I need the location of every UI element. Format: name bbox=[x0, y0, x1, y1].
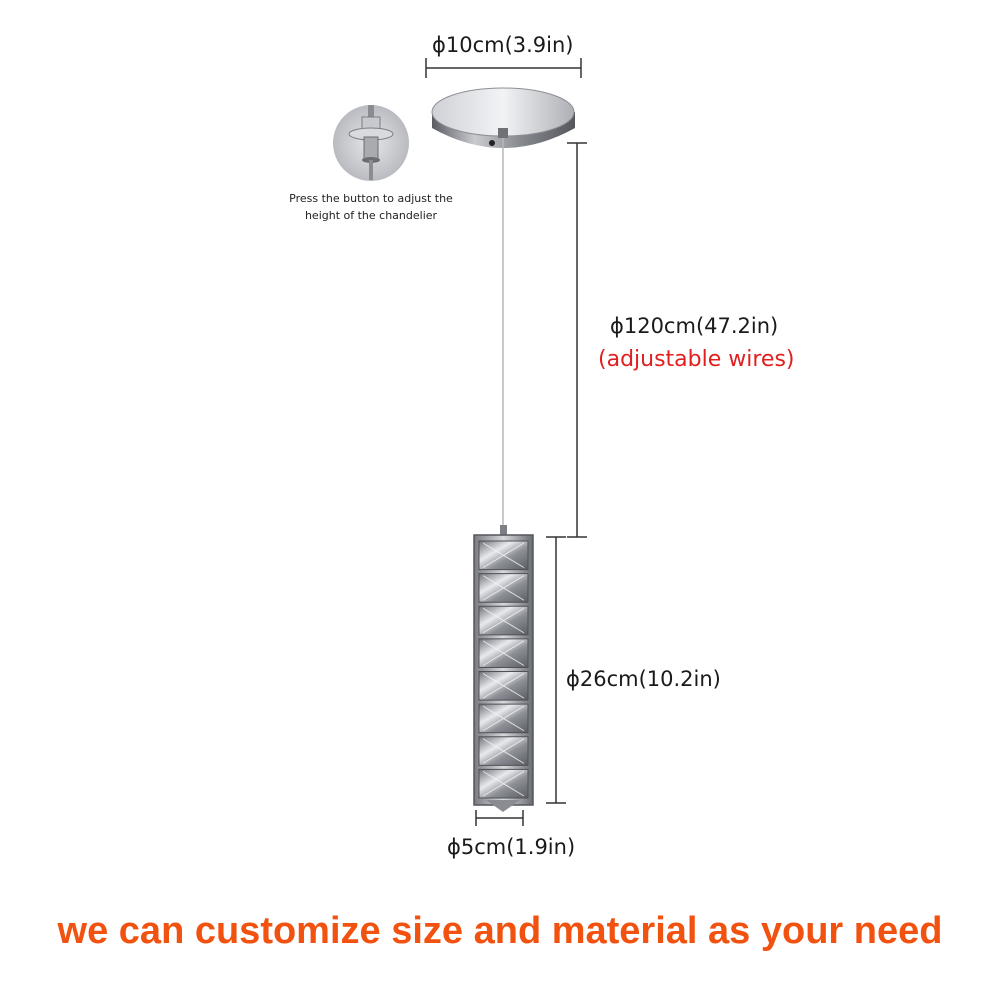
canopy-width-dimension bbox=[425, 58, 582, 78]
crystal-block bbox=[478, 573, 529, 603]
crystal-block bbox=[478, 671, 529, 701]
pendant-height-dimension bbox=[546, 536, 566, 804]
crystal-block bbox=[478, 638, 529, 668]
ceiling-canopy bbox=[431, 87, 575, 148]
crystal-blocks bbox=[478, 540, 529, 799]
canopy-diameter-label: ϕ10cm(3.9in) bbox=[432, 33, 574, 57]
customization-banner: we can customize size and material as yo… bbox=[57, 910, 943, 952]
inset-caption-line2: height of the chandelier bbox=[304, 209, 438, 222]
crystal-block bbox=[478, 703, 529, 734]
wire-length-dimension bbox=[567, 142, 587, 538]
crystal-pendant bbox=[473, 525, 534, 812]
pendant-width-dimension bbox=[475, 810, 524, 826]
crystal-block bbox=[478, 768, 529, 799]
wire-length-label: ϕ120cm(47.2in) bbox=[610, 314, 779, 338]
crystal-block bbox=[478, 540, 529, 571]
pendant-width-label: ϕ5cm(1.9in) bbox=[447, 835, 576, 859]
pendant-height-label: ϕ26cm(10.2in) bbox=[566, 667, 721, 691]
crystal-block bbox=[478, 736, 529, 766]
inset-caption: Press the button to adjust the height of… bbox=[271, 190, 471, 224]
adjuster-inset bbox=[333, 105, 409, 181]
adjustable-wires-note: (adjustable wires) bbox=[598, 347, 795, 372]
inset-caption-line1: Press the button to adjust the bbox=[289, 192, 453, 205]
crystal-block bbox=[478, 605, 529, 636]
